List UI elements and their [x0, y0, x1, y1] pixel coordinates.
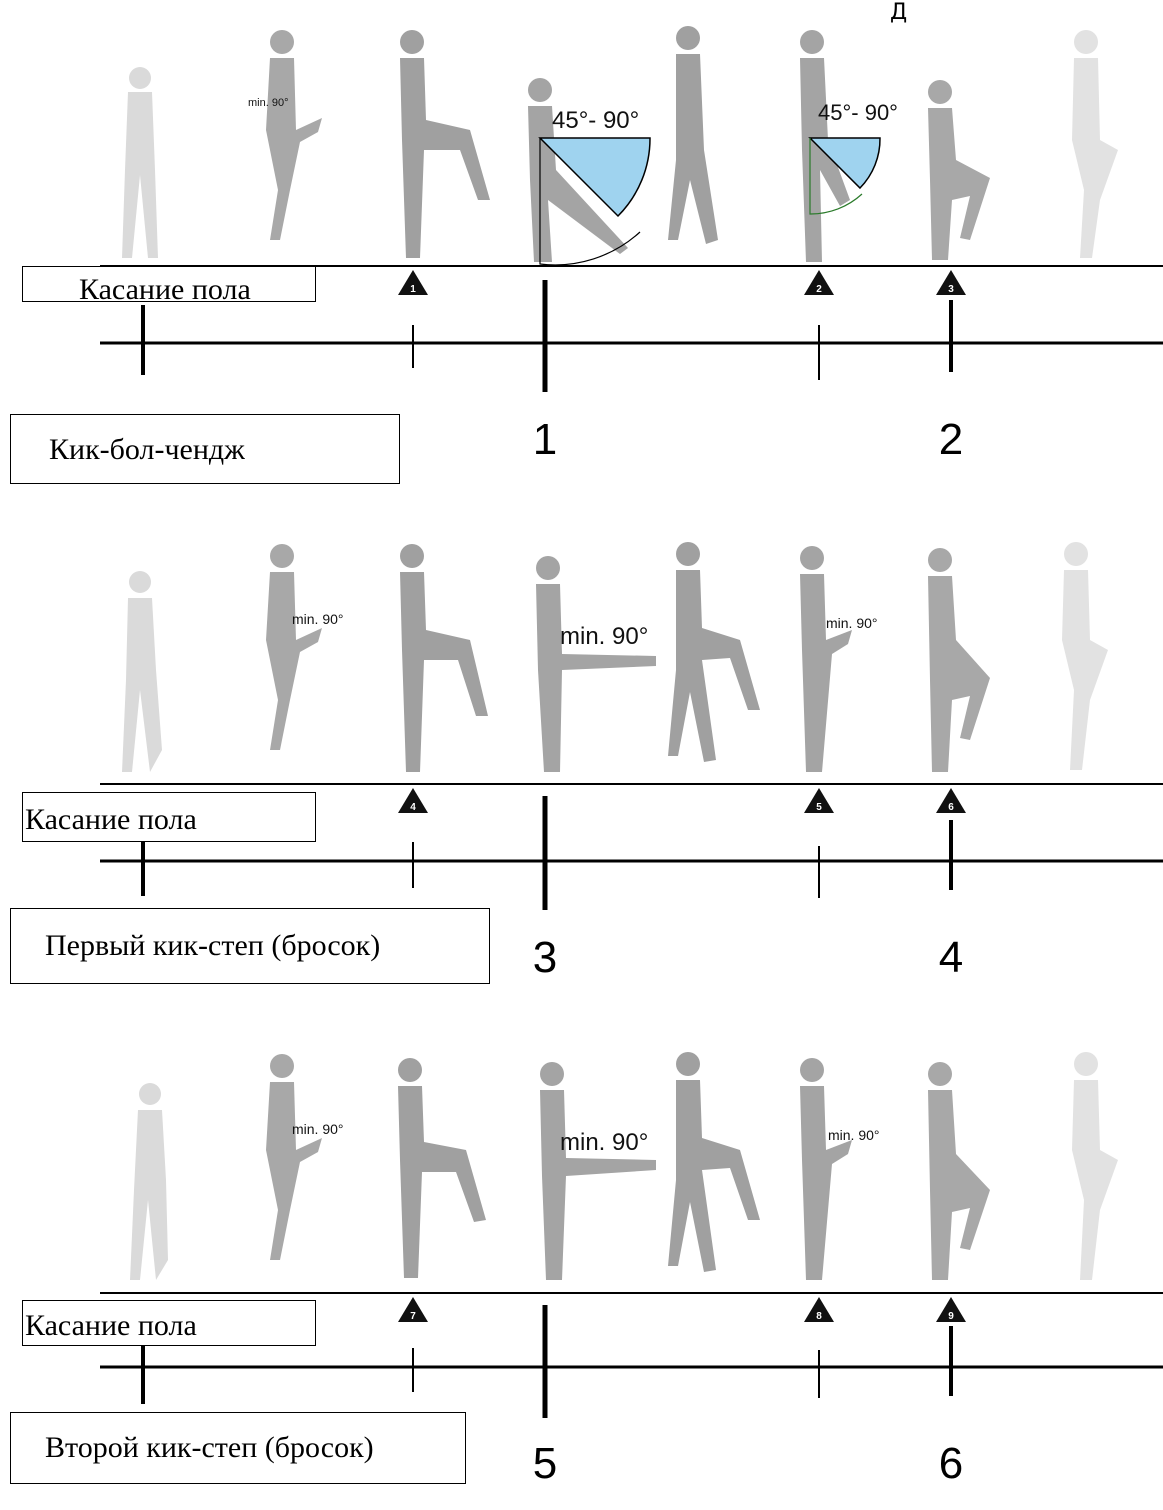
angle-label-2: min. 90°	[560, 1129, 648, 1156]
figure-7	[928, 80, 990, 260]
angle-label-min90: min. 90°	[248, 97, 288, 109]
svg-text:8: 8	[816, 1311, 822, 1322]
figure-5	[668, 1052, 760, 1272]
angle-label-3: min. 90°	[828, 1127, 880, 1143]
figure-6	[800, 546, 852, 772]
panel-1-figures: 1 2 3 min. 90° 45°- 90° 45°- 90° 1 2	[100, 26, 1163, 464]
count-6: 6	[939, 1439, 963, 1484]
count-2: 2	[939, 415, 963, 464]
figure-1	[122, 571, 162, 772]
figure-8	[1072, 1052, 1118, 1280]
floor-marker-2: 2	[804, 270, 834, 295]
figure-4	[540, 1062, 656, 1280]
angle-label-1: min. 90°	[292, 1121, 344, 1137]
move-name-label: Кик-бол-чендж	[10, 414, 400, 484]
figure-2	[266, 1054, 322, 1260]
angle-label-range-2: 45°- 90°	[818, 100, 898, 125]
svg-text:3: 3	[948, 284, 954, 295]
floor-marker-4: 4	[398, 788, 428, 813]
figure-2	[266, 544, 322, 750]
floor-marker-3: 3	[936, 270, 966, 295]
floor-touch-label: Касание пола	[22, 1300, 316, 1346]
figure-2	[266, 30, 322, 240]
angle-arc-1	[539, 138, 641, 266]
figure-7	[928, 1062, 990, 1280]
panel-first-kick-step: 4 5 6 min. 90° min. 90° min. 90° 3 4 Кас…	[0, 520, 1163, 1000]
figure-3	[398, 1058, 486, 1278]
angle-arc-2	[809, 138, 863, 215]
floor-marker-7: 7	[398, 1297, 428, 1322]
angle-wedge-2	[808, 137, 881, 190]
figure-7	[928, 548, 990, 772]
figure-6	[800, 1058, 852, 1280]
floor-touch-label: Касание пола	[22, 266, 316, 305]
svg-text:9: 9	[948, 1311, 954, 1322]
figure-5	[668, 542, 760, 762]
svg-text:7: 7	[410, 1311, 416, 1322]
angle-wedge-1	[538, 137, 651, 218]
floor-marker-9: 9	[936, 1297, 966, 1322]
angle-label-range-1: 45°- 90°	[552, 107, 639, 134]
figure-8	[1062, 542, 1108, 770]
panel-second-kick-step: 7 8 9 min. 90° min. 90° min. 90° 5 6 Кас…	[0, 1030, 1163, 1510]
floor-marker-5: 5	[804, 788, 834, 813]
move-name-label: Второй кик-степ (бросок)	[10, 1412, 466, 1484]
count-3: 3	[533, 933, 557, 982]
svg-text:1: 1	[410, 284, 416, 295]
floor-marker-6: 6	[936, 788, 966, 813]
svg-text:4: 4	[410, 802, 416, 813]
header-mark: Д	[890, 0, 908, 25]
panel-kick-ball-change: 1 2 3 min. 90° 45°- 90° 45°- 90° 1 2 Кас…	[0, 0, 1163, 484]
figure-5	[668, 26, 718, 244]
angle-label-2: min. 90°	[560, 623, 648, 650]
angle-label-3: min. 90°	[826, 615, 878, 631]
figure-1	[122, 67, 158, 258]
floor-marker-8: 8	[804, 1297, 834, 1322]
figure-3	[400, 30, 490, 258]
figure-1	[130, 1083, 168, 1280]
figure-8	[1072, 30, 1118, 258]
angle-label-1: min. 90°	[292, 611, 344, 627]
svg-text:5: 5	[816, 802, 822, 813]
floor-marker-1: 1	[398, 270, 428, 295]
count-4: 4	[939, 933, 963, 982]
panel-2-figures: 4 5 6 min. 90° min. 90° min. 90° 3 4	[100, 542, 1163, 982]
figure-4	[536, 556, 656, 772]
svg-text:2: 2	[816, 284, 822, 295]
count-1: 1	[533, 415, 557, 464]
figure-3	[400, 544, 488, 772]
svg-text:6: 6	[948, 802, 954, 813]
move-name-label: Первый кик-степ (бросок)	[10, 908, 490, 984]
panel-3-figures: 7 8 9 min. 90° min. 90° min. 90° 5 6	[100, 1052, 1163, 1484]
floor-touch-label: Касание пола	[22, 792, 316, 842]
figure-6	[800, 30, 850, 262]
count-5: 5	[533, 1439, 557, 1484]
